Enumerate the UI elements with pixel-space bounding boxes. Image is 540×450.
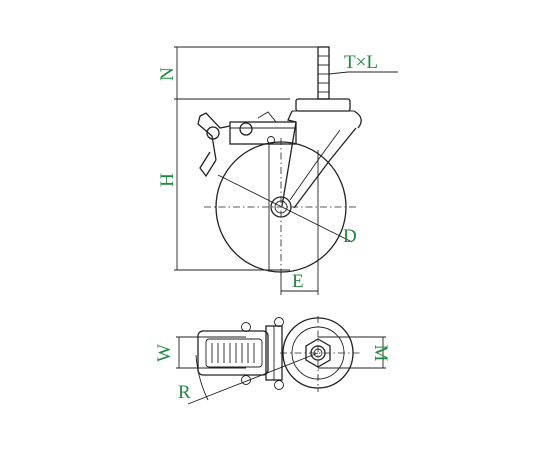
diameter-line [217, 174, 353, 243]
brake-pedal-body [197, 115, 217, 161]
swing-radius-arc [195, 354, 209, 401]
label-h: H [157, 173, 178, 187]
brake-pivot-2 [239, 122, 253, 136]
label-d: D [343, 226, 357, 247]
pin-top-right [274, 317, 284, 327]
label-n: N [157, 67, 178, 81]
txl-leader [328, 71, 349, 75]
pin-bottom-left [241, 375, 251, 385]
pin-top-left [241, 322, 251, 332]
swing-radius-line [187, 352, 319, 405]
pin-bottom-right [274, 380, 284, 390]
fork-right-edge [293, 127, 357, 209]
label-txl: T×L [344, 52, 378, 73]
label-w: W [154, 344, 175, 362]
label-e: E [292, 271, 304, 292]
fork-left-edge [281, 121, 297, 207]
bearing-left [287, 110, 297, 123]
label-m: M [370, 345, 391, 362]
brake-lever [199, 151, 217, 178]
fork-inner-edge [289, 129, 341, 201]
brake-housing [229, 121, 297, 145]
side-view [174, 46, 398, 295]
hex-nut [305, 338, 331, 368]
label-r: R [178, 382, 191, 403]
top-view [176, 316, 386, 405]
brake-catch [257, 111, 277, 123]
threaded-stem [317, 46, 330, 100]
brake-pedal-top-view [197, 330, 269, 376]
bearing-right [353, 110, 362, 129]
brake-pedal-top [199, 112, 231, 129]
swivel-plate [295, 98, 351, 112]
